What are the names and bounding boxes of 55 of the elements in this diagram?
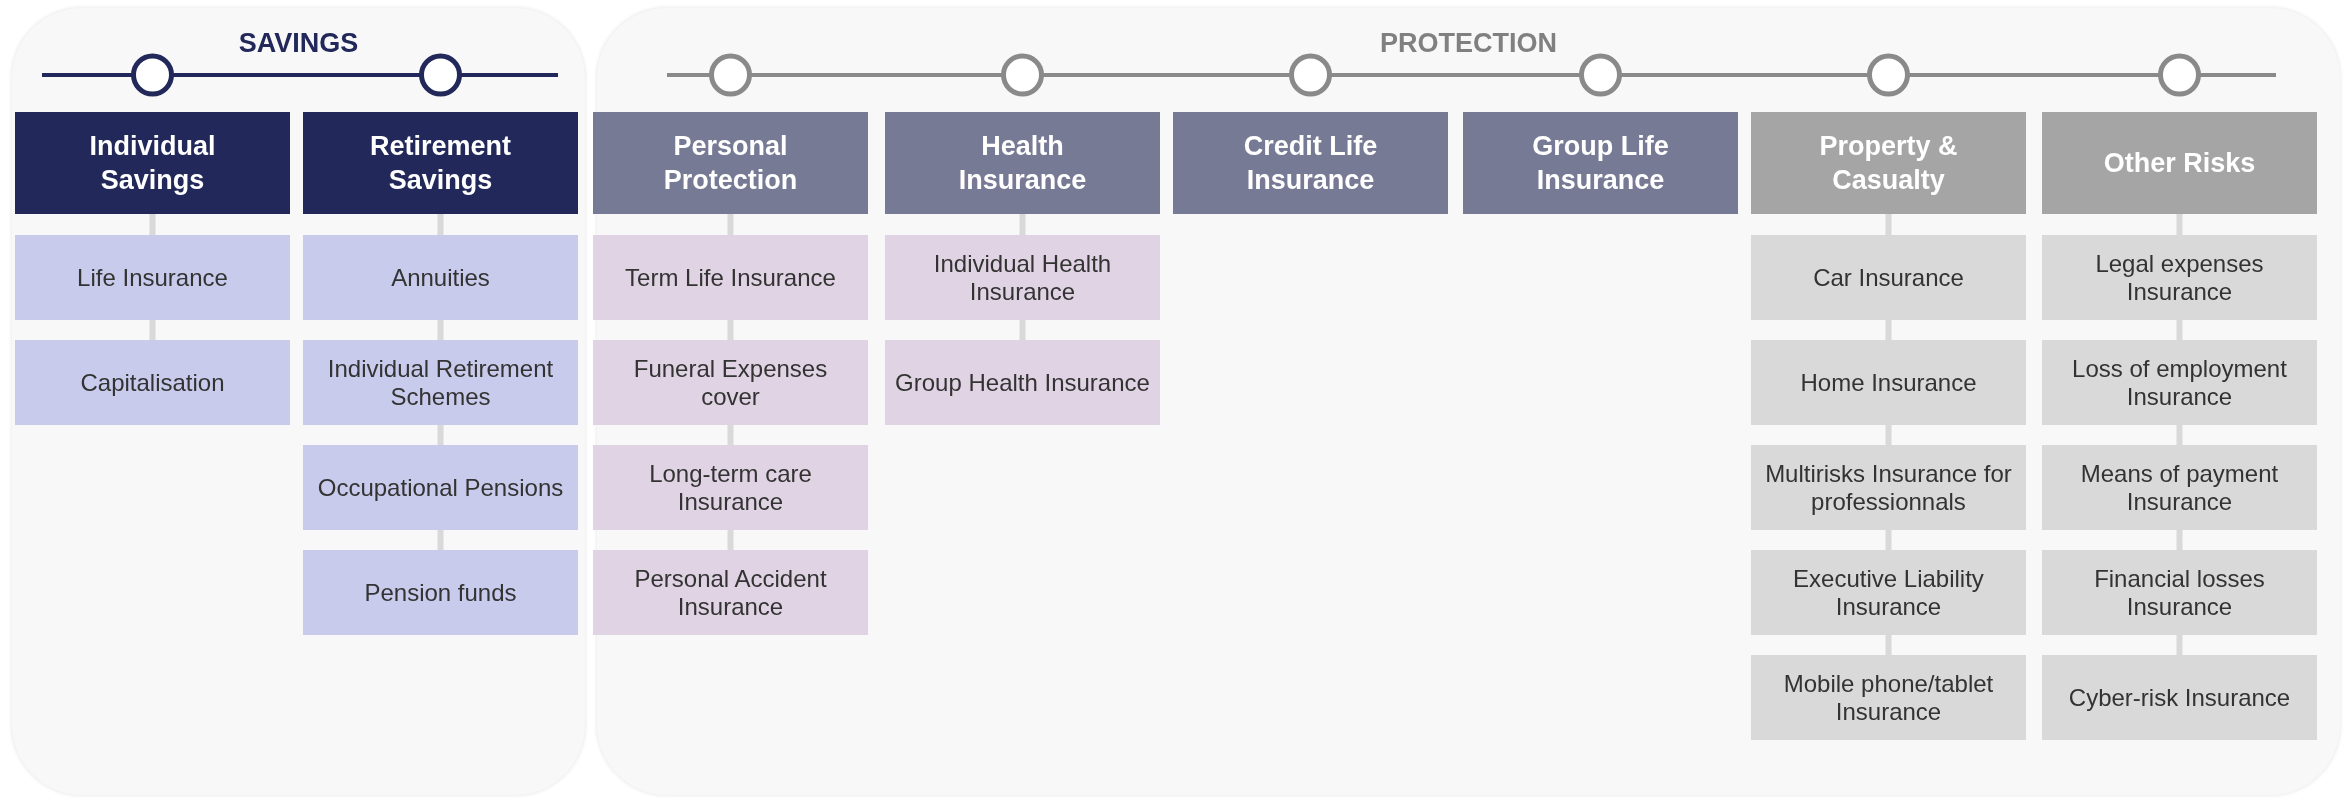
- connector-line: [1885, 214, 1892, 235]
- product-box: Executive Liability Insurance: [1751, 550, 2026, 635]
- product-box: Loss of employment Insurance: [2042, 340, 2317, 425]
- product-box: Cyber-risk Insurance: [2042, 655, 2317, 740]
- product-box: Long-term care Insurance: [593, 445, 868, 530]
- category-header-box: Personal Protection: [593, 112, 868, 214]
- category-header-box: Retirement Savings: [303, 112, 578, 214]
- product-box: Individual Health Insurance: [885, 235, 1160, 320]
- connector-line: [149, 214, 156, 235]
- category-header-box: Credit Life Insurance: [1173, 112, 1448, 214]
- product-box: Pension funds: [303, 550, 578, 635]
- connector-line: [437, 425, 444, 445]
- product-box: Group Health Insurance: [885, 340, 1160, 425]
- product-box: Car Insurance: [1751, 235, 2026, 320]
- product-box: Multirisks Insurance for professionnals: [1751, 445, 2026, 530]
- connector-line: [2176, 214, 2183, 235]
- product-box: Annuities: [303, 235, 578, 320]
- product-box: Capitalisation: [15, 340, 290, 425]
- group-title: SAVINGS: [238, 28, 359, 59]
- connector-line: [1885, 425, 1892, 445]
- connector-line: [2176, 425, 2183, 445]
- connector-line: [1019, 214, 1026, 235]
- product-box: Home Insurance: [1751, 340, 2026, 425]
- product-box: Mobile phone/tablet Insurance: [1751, 655, 2026, 740]
- connector-line: [149, 320, 156, 340]
- connector-line: [727, 530, 734, 550]
- group-panel: [12, 8, 585, 795]
- category-header-box: Group Life Insurance: [1463, 112, 1738, 214]
- connector-line: [2176, 635, 2183, 655]
- product-box: Individual Retirement Schemes: [303, 340, 578, 425]
- connector-line: [727, 214, 734, 235]
- category-header-box: Other Risks: [2042, 112, 2317, 214]
- category-header-box: Health Insurance: [885, 112, 1160, 214]
- connector-line: [2176, 530, 2183, 550]
- connector-line: [1019, 320, 1026, 340]
- group-title: PROTECTION: [1380, 28, 1557, 59]
- connector-line: [727, 425, 734, 445]
- connector-line: [1885, 320, 1892, 340]
- connector-line: [437, 214, 444, 235]
- product-box: Personal Accident Insurance: [593, 550, 868, 635]
- category-header-box: Property & Casualty: [1751, 112, 2026, 214]
- product-box: Financial losses Insurance: [2042, 550, 2317, 635]
- connector-line: [1885, 530, 1892, 550]
- product-box: Occupational Pensions: [303, 445, 578, 530]
- category-header-box: Individual Savings: [15, 112, 290, 214]
- connector-line: [2176, 320, 2183, 340]
- product-box: Term Life Insurance: [593, 235, 868, 320]
- product-box: Life Insurance: [15, 235, 290, 320]
- connector-line: [437, 320, 444, 340]
- connector-line: [437, 530, 444, 550]
- connector-line: [727, 320, 734, 340]
- product-box: Funeral Expenses cover: [593, 340, 868, 425]
- product-box: Legal expenses Insurance: [2042, 235, 2317, 320]
- connector-line: [1885, 635, 1892, 655]
- product-box: Means of payment Insurance: [2042, 445, 2317, 530]
